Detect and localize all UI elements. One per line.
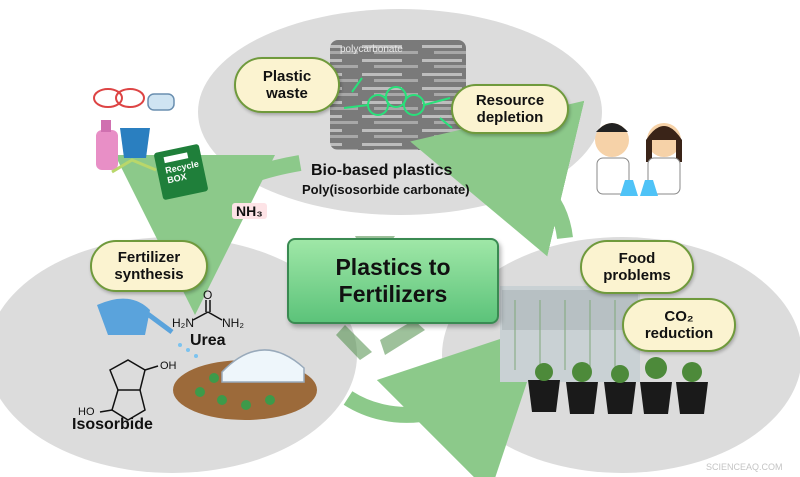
urea-structure-icon	[192, 300, 223, 321]
isosorbide-ho: HO	[78, 406, 95, 418]
urea-right-group: NH₂	[222, 316, 244, 330]
bubble-fertilizer-synthesis: Fertilizer synthesis	[90, 240, 208, 292]
watering-can-icon	[97, 298, 198, 358]
texture-word: polycarbonate	[340, 44, 403, 55]
watermark: SCIENCEAQ.COM	[706, 462, 783, 472]
bubble-food-problems: Food problems	[580, 240, 694, 294]
greenhouse-field-icon	[173, 349, 317, 420]
product-subtitle: Poly(isosorbide carbonate)	[302, 182, 470, 197]
scientists-illustration	[595, 123, 682, 196]
arrow-left-to-right	[343, 323, 547, 477]
diagram-title: Plastics to Fertilizers	[287, 238, 499, 324]
ammonia-label: NH₃	[232, 203, 267, 219]
bubble-resource-depletion: Resource depletion	[451, 84, 569, 134]
plants-photo	[500, 286, 708, 414]
urea-top-atom: O	[203, 288, 213, 302]
product-name: Bio-based plastics	[311, 162, 453, 179]
bubble-co2-reduction: CO₂ reduction	[622, 298, 736, 352]
bubble-plastic-waste: Plastic waste	[234, 57, 340, 113]
isosorbide-structure-icon	[99, 359, 159, 421]
recycle-box-icon	[154, 144, 208, 200]
diagram-title-text: Plastics to Fertilizers	[335, 254, 451, 307]
isosorbide-label: Isosorbide	[72, 416, 153, 433]
arrow-right-to-top	[410, 100, 585, 257]
arrow-top-to-left	[115, 154, 302, 315]
polycarbonate-texture-image	[330, 40, 466, 150]
urea-label: Urea	[190, 332, 226, 349]
isosorbide-oh: OH	[160, 360, 177, 372]
urea-left-group: H₂N	[172, 316, 194, 330]
plastic-waste-illustration	[93, 88, 175, 174]
